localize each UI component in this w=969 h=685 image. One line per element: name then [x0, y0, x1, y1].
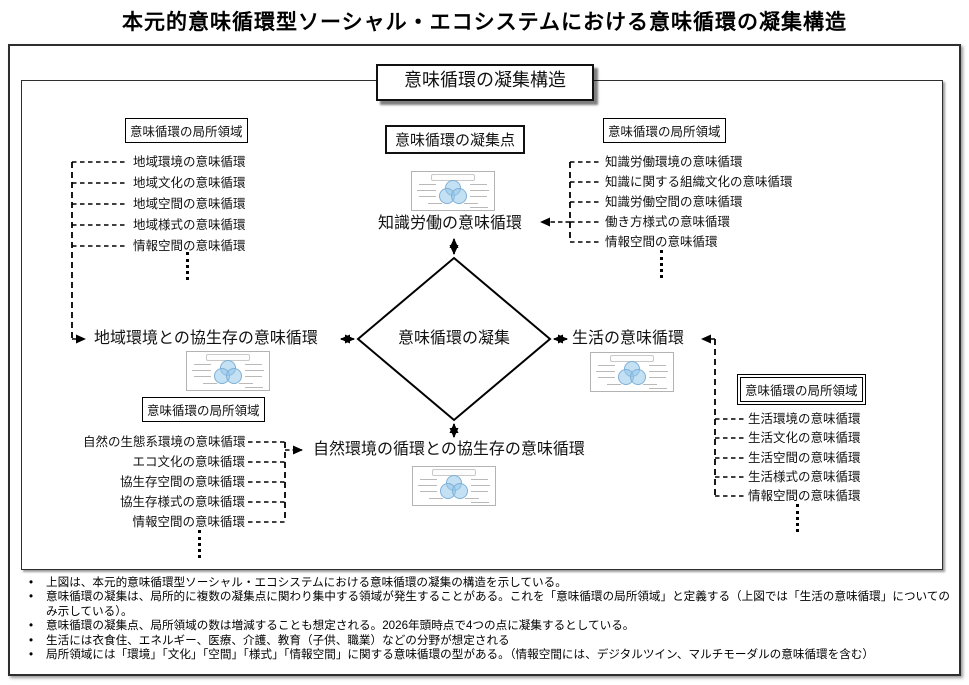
local-area-box-bottom-right: 意味循環の局所領域	[737, 374, 866, 405]
list-item: エコ文化の意味循環	[132, 455, 245, 469]
list-item: 情報空間の意味循環	[133, 239, 246, 253]
venn-circle	[451, 188, 467, 204]
list-item: 知識労働空間の意味循環	[605, 195, 743, 209]
aggregation-point-label: 意味循環の凝集点	[385, 125, 526, 154]
node-regional-environment: 地域環境との協生存の意味循環	[94, 330, 318, 347]
local-area-box-top-right: 意味循環の局所領域	[603, 118, 726, 143]
list-item: 情報空間の意味循環	[748, 489, 861, 503]
mini-venn-thumbnail	[590, 352, 674, 392]
page-title: 本元的意味循環型ソーシャル・エコシステムにおける意味循環の凝集構造	[122, 11, 847, 34]
diagram-header: 意味循環の凝集構造	[376, 64, 594, 101]
node-knowledge-work: 知識労働の意味循環	[378, 215, 523, 232]
list-item: 知識に関する組織文化の意味循環	[605, 175, 793, 189]
local-area-box-top-left: 意味循環の局所領域	[125, 118, 248, 143]
footnotes: 上図は、本元的意味循環型ソーシャル・エコシステムにおける意味循環の凝集の構造を示…	[20, 576, 950, 663]
list-item: 生活空間の意味循環	[748, 451, 861, 465]
footnote: 意味循環の凝集点、局所領域の数は増減することも想定される。2026年頭時点で4つ…	[20, 619, 950, 634]
ellipsis-dots	[660, 250, 663, 278]
diamond-label: 意味循環の凝集	[397, 330, 510, 347]
ellipsis-dots	[198, 530, 201, 558]
node-daily-life: 生活の意味循環	[572, 330, 685, 347]
list-item: 地域文化の意味循環	[133, 176, 246, 190]
mini-venn-thumbnail	[412, 466, 496, 506]
list-item: 情報空間の意味循環	[132, 515, 245, 529]
footnote: 生活には衣食住、エネルギー、医療、介護、教育（子供、職業）などの分野が想定される	[20, 634, 950, 649]
list-item: 知識労働環境の意味循環	[605, 155, 743, 169]
ellipsis-dots	[796, 504, 799, 532]
footnote: 上図は、本元的意味循環型ソーシャル・エコシステムにおける意味循環の凝集の構造を示…	[20, 576, 950, 591]
venn-circle	[630, 369, 646, 385]
list-item: 情報空間の意味循環	[605, 235, 718, 249]
list-item: 地域空間の意味循環	[133, 197, 246, 211]
node-natural-environment: 自然環境の循環との協生存の意味循環	[313, 441, 585, 458]
list-item: 働き方様式の意味循環	[605, 215, 731, 229]
mini-venn-thumbnail	[411, 171, 495, 211]
list-item: 生活文化の意味循環	[748, 431, 861, 445]
list-item: 協生存空間の意味循環	[119, 475, 245, 489]
venn-circle	[452, 483, 468, 499]
local-area-box-bottom-left: 意味循環の局所領域	[142, 397, 265, 422]
list-item: 生活環境の意味循環	[748, 412, 861, 426]
footnote: 意味循環の凝集は、局所的に複数の凝集点に関わり集中する領域が発生することがある。…	[20, 590, 950, 619]
list-item: 協生存様式の意味循環	[119, 495, 245, 509]
mini-venn-thumbnail	[186, 351, 270, 391]
list-item: 地域様式の意味循環	[133, 218, 246, 232]
footnote: 局所領域には「環境」「文化」「空間」「様式」「情報空間」に関する意味循環の型があ…	[20, 648, 950, 663]
ellipsis-dots	[186, 252, 189, 280]
venn-circle	[226, 368, 242, 384]
list-item: 地域環境の意味循環	[133, 155, 246, 169]
list-item: 自然の生態系環境の意味循環	[83, 435, 246, 449]
list-item: 生活様式の意味循環	[748, 470, 861, 484]
